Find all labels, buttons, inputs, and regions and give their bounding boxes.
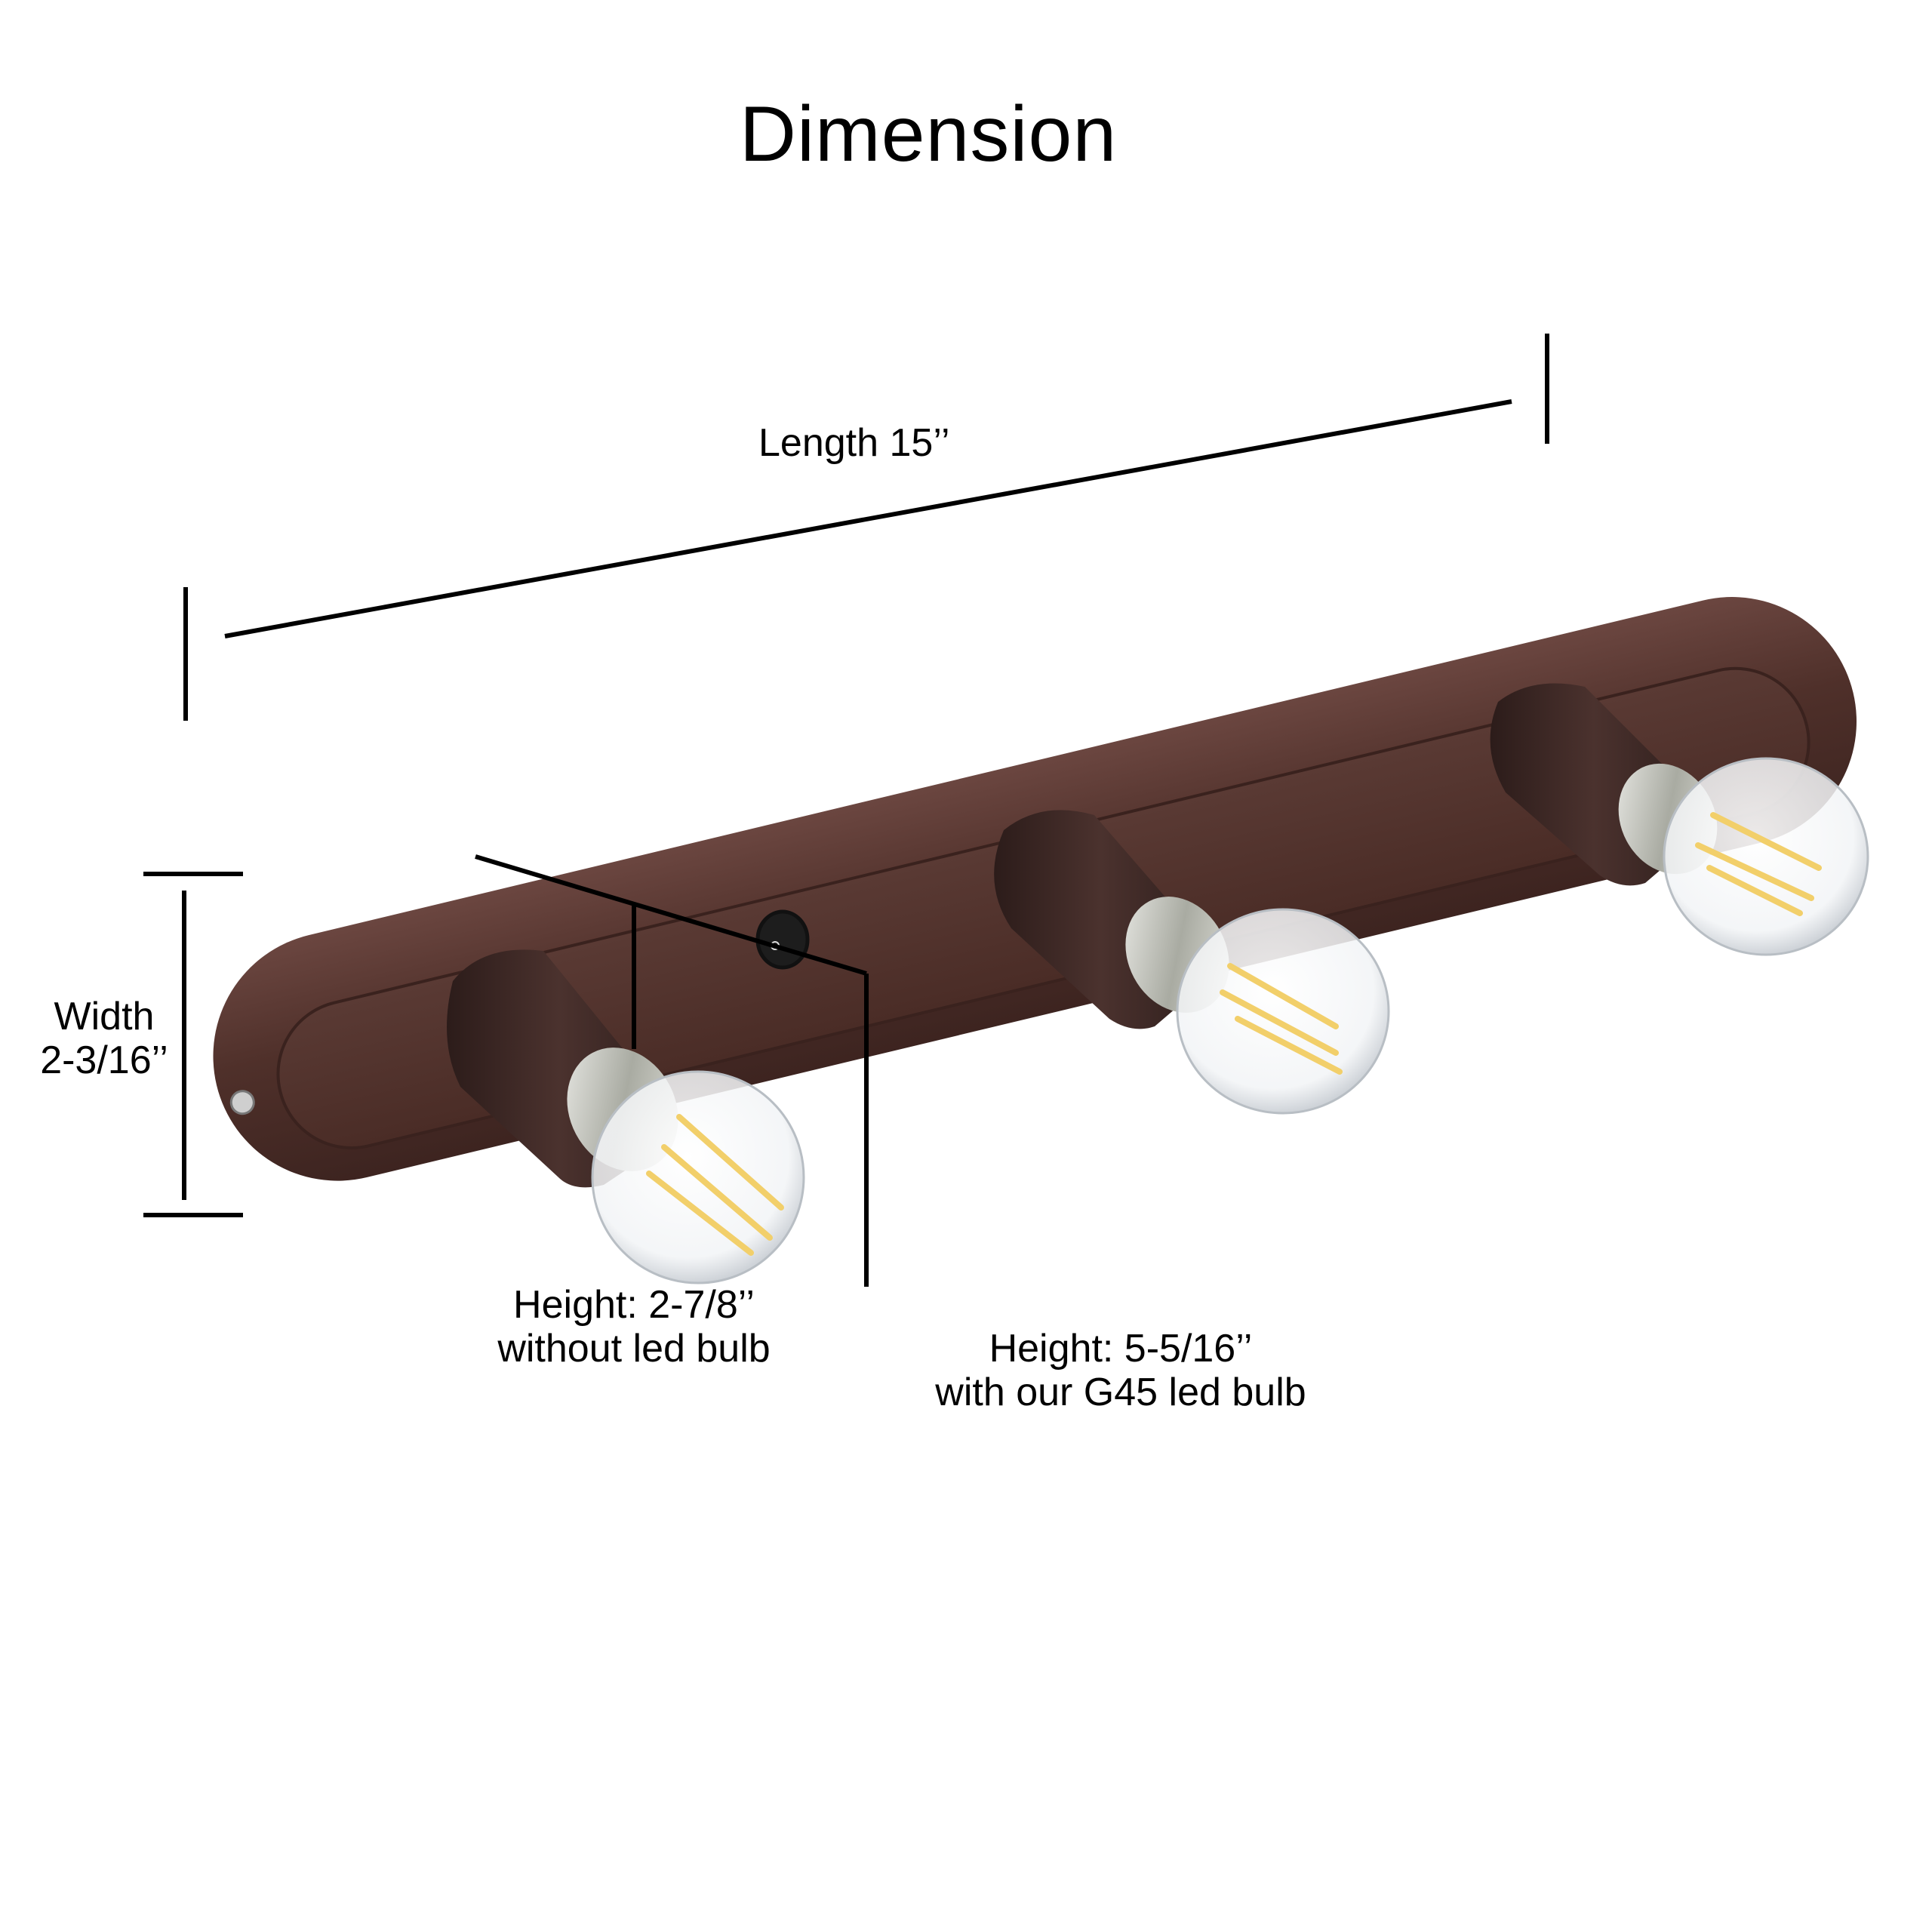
width-label: Width 2-3/16’’ bbox=[14, 995, 195, 1082]
length-dimension-line bbox=[183, 334, 1549, 721]
height-without-bulb-value: Height: 2-7/8’’ bbox=[513, 1283, 755, 1327]
width-label-value: 2-3/16’’ bbox=[40, 1038, 168, 1082]
rocker-switch bbox=[755, 909, 810, 970]
height-with-bulb-value: Height: 5-5/16’’ bbox=[989, 1327, 1253, 1371]
led-bulb-middle bbox=[1176, 908, 1390, 1115]
width-label-title: Width bbox=[54, 995, 155, 1038]
led-bulb-left bbox=[591, 1070, 805, 1284]
mounting-screw-icon bbox=[229, 1090, 255, 1115]
height-without-bulb-label: Height: 2-7/8’’ without led bulb bbox=[460, 1283, 808, 1371]
height-without-bulb-note: without led bulb bbox=[497, 1327, 771, 1371]
width-dimension-line bbox=[143, 872, 243, 1217]
height-with-bulb-note: with our G45 led bulb bbox=[935, 1371, 1306, 1414]
diagram-title: Dimension bbox=[739, 91, 1118, 178]
height-dimension-lines bbox=[475, 854, 869, 1287]
length-label: Length 15’’ bbox=[758, 421, 950, 465]
led-bulb-right bbox=[1663, 757, 1869, 956]
height-with-bulb-label: Height: 5-5/16’’ with our G45 led bulb bbox=[879, 1327, 1362, 1414]
